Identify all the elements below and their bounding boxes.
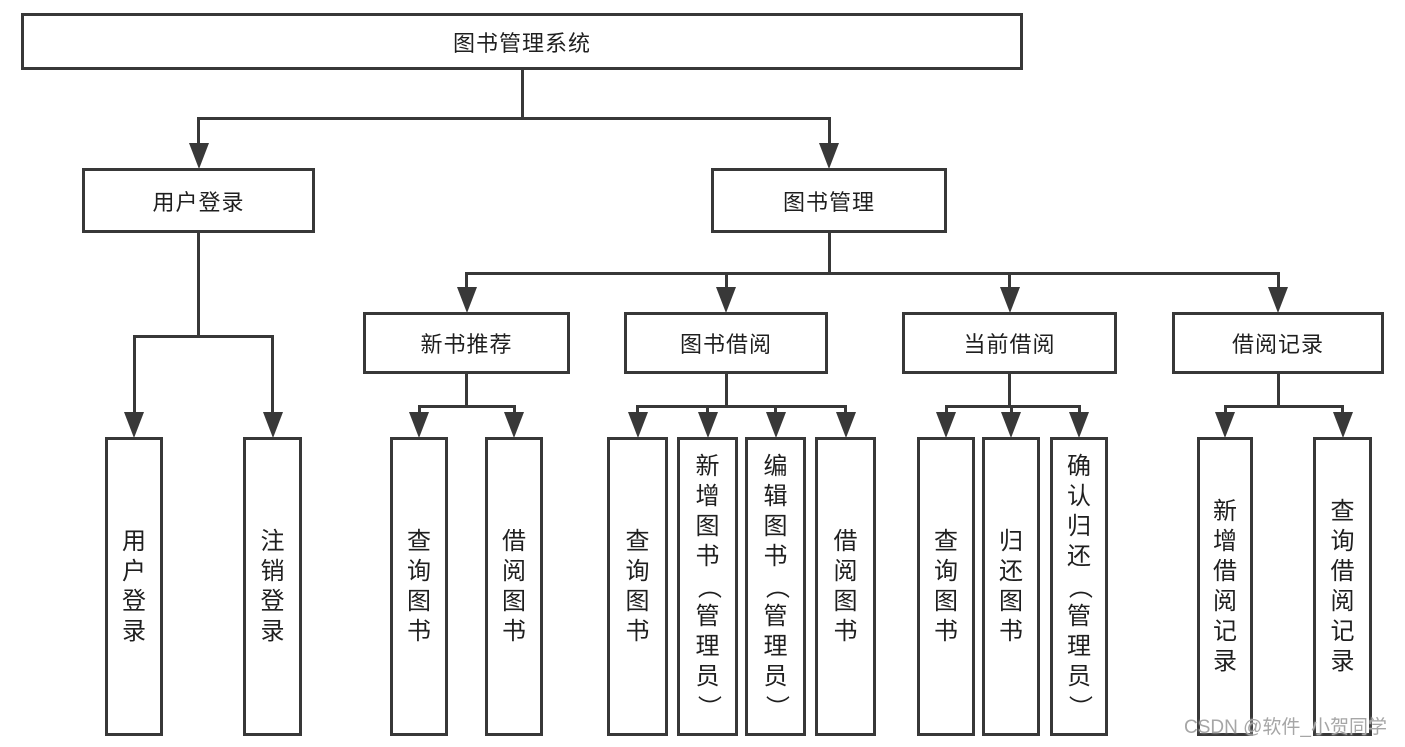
- connector-drop: [1341, 405, 1344, 417]
- connector-bus: [636, 405, 847, 408]
- node-label: 图书借阅: [679, 332, 772, 357]
- node-borrow-add: 新增图书（管理员）: [677, 437, 738, 736]
- node-mgmt: 图书管理: [711, 168, 947, 233]
- connector-drop: [1077, 405, 1081, 417]
- node-records-add: 新增借阅记录: [1197, 437, 1253, 736]
- node-current: 当前借阅: [902, 312, 1117, 374]
- arrow-down-icon: [765, 412, 786, 438]
- connector-drop: [724, 272, 728, 292]
- node-label: 借阅图书: [502, 527, 526, 645]
- connector-stem: [724, 374, 728, 408]
- connector-drop: [132, 335, 136, 417]
- node-label: 确认归还（管理员）: [1066, 452, 1093, 719]
- node-label: 查询图书: [934, 527, 958, 645]
- arrow-down-icon: [1268, 287, 1288, 313]
- arrow-down-icon: [999, 287, 1020, 313]
- connector-drop: [706, 405, 709, 417]
- connector-drop: [417, 405, 421, 417]
- node-label: 新增图书（管理员）: [694, 452, 722, 719]
- connector-drop: [197, 117, 200, 148]
- arrow-down-icon: [1001, 412, 1021, 438]
- connector-drop: [1008, 272, 1011, 292]
- node-rec-query: 查询图书: [390, 437, 448, 736]
- connector-drop: [1276, 272, 1280, 292]
- arrow-down-icon: [1332, 412, 1353, 438]
- arrow-down-icon: [835, 412, 856, 438]
- connector-stem: [1008, 374, 1011, 408]
- node-login-logout: 注销登录: [243, 437, 302, 736]
- arrow-down-icon: [716, 287, 736, 313]
- node-login-user: 用户登录: [105, 437, 163, 736]
- arrow-down-icon: [697, 412, 718, 438]
- node-borrow-query: 查询图书: [607, 437, 668, 736]
- arrow-down-icon: [409, 412, 429, 438]
- connector-drop: [944, 405, 948, 417]
- node-label: 新书推荐: [420, 332, 513, 357]
- arrow-down-icon: [456, 287, 477, 313]
- node-records: 借阅记录: [1172, 312, 1384, 374]
- node-label: 编辑图书（管理员）: [762, 452, 790, 719]
- connector-bus: [944, 405, 1081, 408]
- node-label: 图书管理系统: [452, 30, 591, 56]
- connector-drop: [827, 117, 831, 148]
- node-current-return: 归还图书: [982, 437, 1040, 736]
- arrow-down-icon: [936, 412, 956, 438]
- connector-drop: [512, 405, 516, 417]
- node-borrow-edit: 编辑图书（管理员）: [745, 437, 806, 736]
- node-current-query: 查询图书: [917, 437, 975, 736]
- node-label: 归还图书: [999, 527, 1023, 645]
- node-borrow: 图书借阅: [624, 312, 828, 374]
- node-label: 新增借阅记录: [1213, 497, 1237, 675]
- connector-bus: [1223, 405, 1344, 408]
- node-label: 注销登录: [260, 527, 285, 645]
- connector-bus: [132, 335, 274, 338]
- node-borrow-lend: 借阅图书: [815, 437, 876, 736]
- node-label: 查询借阅记录: [1330, 497, 1355, 675]
- node-label: 借阅图书: [833, 527, 858, 645]
- connector-bus: [417, 405, 516, 408]
- arrow-down-icon: [504, 412, 524, 438]
- arrow-down-icon: [627, 412, 648, 438]
- connector-stem: [827, 233, 831, 275]
- node-rec: 新书推荐: [363, 312, 570, 374]
- connector-stem: [197, 233, 200, 338]
- connector-drop: [465, 272, 468, 292]
- arrow-down-icon: [262, 412, 283, 438]
- node-label: 当前借阅: [963, 332, 1056, 357]
- node-label: 图书管理: [782, 189, 875, 215]
- node-root: 图书管理系统: [21, 13, 1023, 70]
- node-login: 用户登录: [82, 168, 315, 233]
- node-records-query: 查询借阅记录: [1313, 437, 1372, 736]
- connector-stem: [1276, 374, 1280, 408]
- connector-drop: [271, 335, 274, 417]
- connector-stem: [465, 374, 468, 408]
- arrow-down-icon: [1069, 412, 1089, 438]
- connector-drop: [636, 405, 639, 417]
- node-rec-borrow: 借阅图书: [485, 437, 543, 736]
- node-label: 查询图书: [625, 527, 650, 645]
- node-label: 借阅记录: [1231, 332, 1324, 357]
- connector-bus: [465, 272, 1280, 275]
- connector-drop: [1223, 405, 1227, 417]
- arrow-down-icon: [1215, 412, 1235, 438]
- node-current-confirm: 确认归还（管理员）: [1050, 437, 1108, 736]
- node-label: 用户登录: [122, 527, 146, 645]
- arrow-down-icon: [819, 143, 839, 169]
- connector-drop: [1009, 405, 1013, 417]
- arrow-down-icon: [124, 412, 144, 438]
- watermark: CSDN @软件_小贺同学: [1184, 717, 1387, 738]
- connector-stem: [520, 70, 524, 120]
- connector-drop: [774, 405, 777, 417]
- connector-bus: [197, 117, 831, 120]
- node-label: 查询图书: [407, 527, 431, 645]
- connector-drop: [844, 405, 847, 417]
- arrow-down-icon: [188, 143, 209, 169]
- node-label: 用户登录: [152, 189, 245, 215]
